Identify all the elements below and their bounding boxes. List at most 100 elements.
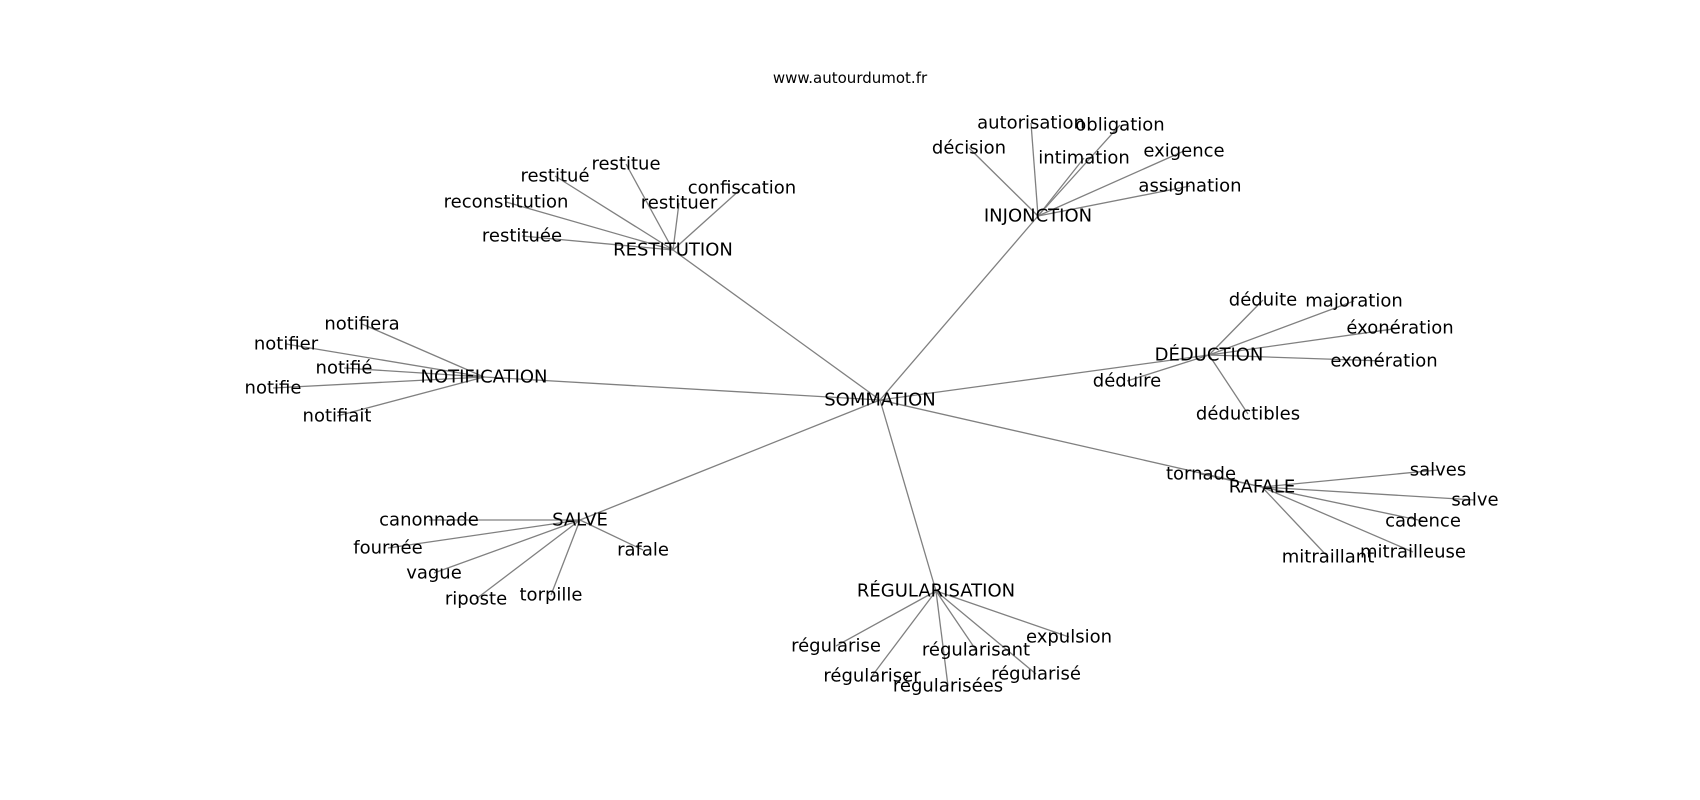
edge-hub-word <box>835 590 937 647</box>
word-node: décision <box>932 138 1006 159</box>
edge-hub-word <box>1037 157 1085 217</box>
edge-hub-word <box>1208 354 1249 415</box>
word-node: restituée <box>482 226 562 247</box>
hub-node: RAFALE <box>1229 477 1296 498</box>
word-node: notifiait <box>303 406 372 427</box>
word-node: régularisé <box>991 664 1081 685</box>
word-node: restitué <box>520 166 589 187</box>
word-node: confiscation <box>688 178 796 199</box>
word-node: tornade <box>1166 464 1236 485</box>
edge-center-hub <box>672 249 881 401</box>
word-node: régularisées <box>893 676 1003 697</box>
word-node: canonnade <box>379 510 479 531</box>
edge-center-hub <box>483 376 881 401</box>
edge-hub-word <box>343 367 485 378</box>
word-node: expulsion <box>1026 627 1112 648</box>
edge-hub-word <box>1037 185 1191 217</box>
edge-hub-word <box>1037 150 1185 217</box>
hub-node: INJONCTION <box>984 206 1092 227</box>
word-node: déductibles <box>1196 404 1300 425</box>
edge-hub-word <box>1126 354 1210 382</box>
word-node: régulariser <box>823 666 921 687</box>
word-node: autorisation <box>977 113 1085 134</box>
word-node: exonération <box>1330 351 1437 372</box>
edge-hub-word <box>935 590 1037 675</box>
word-node: vague <box>406 563 462 584</box>
edge-center-hub <box>879 354 1210 401</box>
edge-hub-word <box>625 163 674 251</box>
edge-hub-word <box>1261 486 1414 553</box>
edge-hub-word <box>935 590 949 687</box>
edge-hub-word <box>1261 486 1476 501</box>
word-node: régularise <box>791 636 881 657</box>
word-node: notifie <box>245 378 302 399</box>
edge-hub-word <box>935 590 1070 638</box>
word-node: régularisant <box>922 640 1030 661</box>
word-node: assignation <box>1138 176 1241 197</box>
edge-center-hub <box>879 399 1263 488</box>
edge-hub-word <box>475 519 581 600</box>
edge-hub-word <box>433 519 581 574</box>
edge-hub-word <box>1208 300 1355 356</box>
word-node: restitue <box>591 154 660 175</box>
word-node: éxonération <box>1346 318 1453 339</box>
word-node: reconstitution <box>444 192 569 213</box>
word-node: mitraillant <box>1282 547 1375 568</box>
edge-hub-word <box>285 343 485 378</box>
edge-hub-word <box>1208 354 1385 362</box>
edge-hub-word <box>1261 486 1424 522</box>
edge-hub-word <box>1208 327 1401 356</box>
edge-center-hub <box>579 399 881 521</box>
hub-node: RESTITUTION <box>613 240 733 261</box>
edge-hub-word <box>968 147 1039 217</box>
edge-hub-word <box>935 590 977 651</box>
edge-hub-word <box>1037 124 1121 217</box>
edge-hub-word <box>672 187 743 251</box>
edge-center-hub <box>879 215 1039 401</box>
word-node: exigence <box>1143 141 1224 162</box>
word-node: notifiera <box>324 314 399 335</box>
word-node: salves <box>1410 460 1467 481</box>
word-node: restituer <box>641 193 718 214</box>
word-node: majoration <box>1305 291 1403 312</box>
edge-hub-word <box>1261 486 1329 558</box>
word-node: déduite <box>1229 290 1297 311</box>
edge-hub-word <box>1200 473 1263 488</box>
edge-hub-word <box>871 590 937 677</box>
word-node: cadence <box>1385 511 1461 532</box>
hub-node: SALVE <box>552 510 608 531</box>
edge-hub-word <box>1208 299 1264 356</box>
hub-node: NOTIFICATION <box>420 367 547 388</box>
word-node: riposte <box>445 589 507 610</box>
edge-hub-word <box>1030 122 1039 217</box>
edge-hub-word <box>505 201 674 251</box>
edge-hub-word <box>554 175 674 251</box>
word-node: rafale <box>617 540 669 561</box>
center-node: SOMMATION <box>824 390 936 411</box>
source-url: www.autourdumot.fr <box>773 69 928 87</box>
word-node: déduire <box>1093 371 1161 392</box>
word-node: salve <box>1451 490 1498 511</box>
edge-hub-word <box>272 376 485 389</box>
edge-hub-word <box>550 519 581 596</box>
edge-hub-word <box>361 323 485 378</box>
edge-hub-word <box>579 519 644 551</box>
word-node: mitrailleuse <box>1360 542 1466 563</box>
word-node: obligation <box>1075 115 1164 136</box>
word-node: fournée <box>353 538 422 559</box>
word-node: intimation <box>1038 148 1130 169</box>
edge-center-hub <box>879 399 937 592</box>
hub-node: RÉGULARISATION <box>857 580 1015 602</box>
edge-hub-word <box>521 235 674 251</box>
word-node: notifier <box>254 334 319 355</box>
edge-hub-word <box>1261 469 1439 488</box>
word-node: notifié <box>316 358 373 379</box>
word-node: torpille <box>520 585 583 606</box>
hub-node: DÉDUCTION <box>1155 344 1264 366</box>
edge-hub-word <box>387 519 581 549</box>
edges <box>272 122 1476 687</box>
edge-hub-word <box>672 202 680 251</box>
edge-hub-word <box>336 376 485 417</box>
